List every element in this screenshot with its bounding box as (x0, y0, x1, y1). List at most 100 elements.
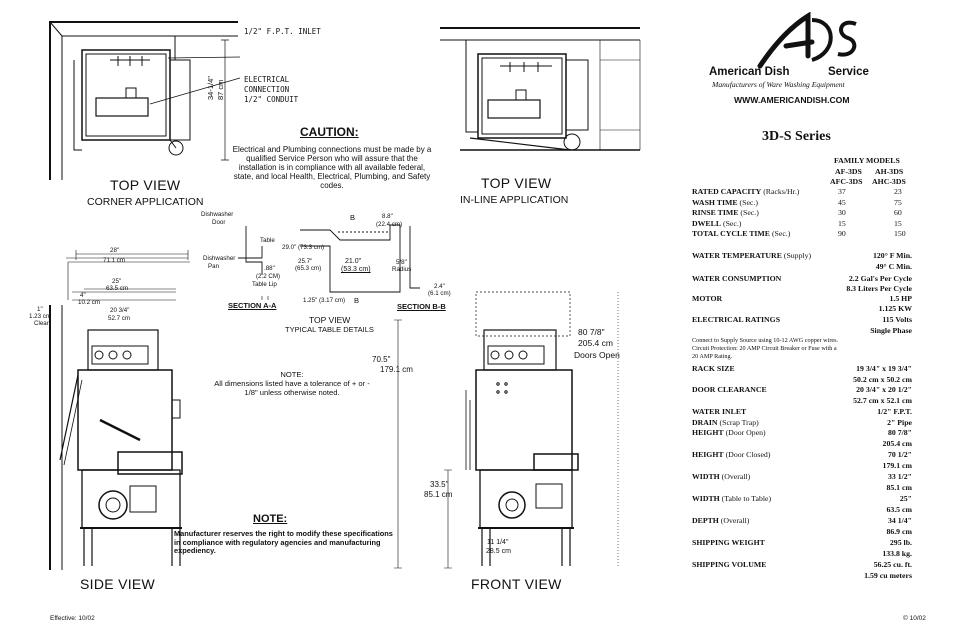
spec-width-table-value1: 25" (899, 494, 912, 503)
spec-rack-value2: 50.2 cm x 50.2 cm (853, 375, 912, 384)
side-w2-in: 25" (112, 278, 122, 285)
table-door-label-1: Dishwasher (201, 211, 234, 218)
spec-inlet-label: WATER INLET (692, 407, 747, 416)
spec-water-temp-value2: 49° C Min. (875, 262, 912, 271)
spec-motor-value1: 1.5 HP (889, 294, 912, 303)
front-open-label: Doors Open (574, 350, 620, 360)
corner-depth-in: 34-1/4" (206, 76, 215, 100)
copyright: © 10/02 (903, 615, 926, 622)
cycle-row-value-col2: 23 (894, 187, 902, 196)
ads-logo (757, 12, 857, 69)
spec-ship-weight-value1: 295 lb. (889, 538, 912, 547)
effective-date: Effective: 10/02 (50, 615, 95, 622)
side-clear-cm: 1.23 cm (29, 313, 52, 320)
spec-rack-value1: 19 3/4" x 19 3/4" (856, 364, 912, 373)
cycle-row-label: RATED CAPACITY (Racks/Hr.) (692, 187, 800, 196)
front-f-in: 11 1/4" (487, 539, 509, 546)
cycle-row-value-col2: 75 (894, 197, 902, 207)
spec-door-value2: 52.7 cm x 52.1 cm (853, 396, 912, 405)
spec-height-closed-value2: 179.1 cm (882, 461, 912, 470)
spec-width-value2: 85.1 cm (886, 483, 912, 492)
spec-door-label: DOOR CLEARANCE (692, 385, 767, 394)
brand-url: WWW.AMERICANDISH.COM (734, 95, 850, 105)
top-view-inline-title: TOP VIEW (481, 175, 552, 191)
spec-water-cons-label: WATER CONSUMPTION (692, 274, 782, 283)
front-open-cm: 205.4 cm (578, 338, 613, 348)
cycle-row-value-col1: 30 (838, 208, 846, 217)
spec-height-open-label: HEIGHT (Door Open) (692, 428, 766, 437)
table-top-view-subtitle: TYPICAL TABLE DETAILS (285, 325, 374, 334)
spec-width-table-value2: 63.5 cm (886, 505, 912, 514)
manufacturer-note-heading: NOTE: (253, 513, 288, 525)
table-d2a: 25.7" (298, 258, 313, 265)
table-d4b: (22.4 cm) (376, 221, 403, 228)
front-t-in: 33.5" (430, 480, 449, 489)
spec-width-label: WIDTH (Overall) (692, 472, 751, 481)
cycle-row-value-col2: 150 (894, 229, 906, 238)
spec-ship-volume-label: SHIPPING VOLUME (692, 560, 767, 569)
spec-height-open-value2: 205.4 cm (882, 439, 912, 448)
electrical-label-1: ELECTRICAL (244, 75, 290, 84)
front-h-cm: 179.1 cm (380, 365, 413, 374)
brand-tagline: Manufacturers of Ware Washing Equipment (712, 80, 845, 89)
spec-width-table-label: WIDTH (Table to Table) (692, 494, 772, 503)
table-d3: 21.0" (345, 258, 362, 265)
spec-inlet-value: 1/2" F.P.T. (877, 407, 912, 416)
table-d1: 29.0" (73.3 cm) (282, 244, 325, 251)
cycle-row-label: RINSE TIME (Sec.) (692, 208, 759, 217)
spec-motor-value2: 1.125 KW (878, 304, 912, 313)
table-d7a: 5/8" (396, 259, 407, 266)
front-view-drawing (465, 291, 579, 566)
side-clear-label: Clear (34, 320, 49, 327)
table-d5b: (2.2 CM) (256, 273, 281, 280)
caution-heading: CAUTION: (300, 125, 359, 139)
spec-depth-label: DEPTH (Overall) (692, 516, 750, 525)
front-open-in: 80 7/8" (578, 327, 605, 337)
table-d5a: .88" (264, 265, 275, 272)
table-top-view-title: TOP VIEW (309, 315, 351, 325)
tolerance-note-heading: NOTE: (280, 370, 304, 379)
table-pan-label-1: Dishwasher (203, 255, 236, 262)
top-view-corner-title: TOP VIEW (110, 177, 181, 193)
side-w-cm: 71.1 cm (103, 257, 126, 264)
family-col2-b: AHC-3DS (872, 177, 906, 186)
spec-rack-label: RACK SIZE (692, 364, 735, 373)
table-d5c: Table Lip (252, 281, 277, 288)
spec-water-temp-value1: 120° F Min. (873, 251, 912, 260)
side-w4-cm: 52.7 cm (108, 315, 131, 322)
spec-ship-weight-value2: 133.8 kg. (882, 549, 912, 558)
spec-water-temp-label: WATER TEMPERATURE (Supply) (692, 251, 812, 260)
spec-width-value1: 33 1/2" (887, 472, 912, 481)
cycle-row-label: WASH TIME (Sec.) (692, 197, 758, 207)
spec-elec-value2: Single Phase (870, 326, 912, 335)
spec-water-cons-value2: 8.3 Liters Per Cycle (846, 284, 912, 293)
front-t-cm: 85.1 cm (424, 490, 453, 499)
table-d7b: Radius (392, 266, 412, 273)
series-title: 3D-S Series (762, 129, 831, 144)
side-w2-cm: 63.5 cm (106, 285, 129, 292)
front-f-cm: 28.5 cm (486, 548, 511, 555)
table-label: Table (260, 237, 275, 244)
corner-depth-cm: 87 cm (216, 79, 225, 100)
section-a-label: SECTION A-A (228, 301, 277, 310)
electrical-label-3: 1/2" CONDUIT (244, 95, 299, 104)
family-col2-a: AH-3DS (875, 167, 904, 176)
table-d2b: (65.3 cm) (295, 265, 322, 272)
spec-depth-value2: 86.9 cm (886, 527, 912, 536)
cycle-row-label: TOTAL CYCLE TIME (Sec.) (692, 229, 791, 238)
manufacturer-note-body: Manufacturer reserves the right to modif… (174, 529, 393, 556)
brand-name-right: Service (828, 66, 869, 78)
family-col1-a: AF-3DS (835, 167, 862, 176)
side-w4-in: 20 3/4" (110, 307, 130, 314)
table-b-2: B (354, 296, 360, 305)
family-col1-b: AFC-3DS (830, 177, 863, 186)
front-view-title: FRONT VIEW (471, 576, 562, 592)
spec-ship-weight-label: SHIPPING WEIGHT (692, 538, 765, 547)
spec-height-closed-value1: 70 1/2" (887, 450, 912, 459)
spec-ship-volume-value1: 56.25 cu. ft. (873, 560, 912, 569)
cycle-row-value-col1: 37 (838, 187, 846, 196)
spec-drain-value: 2" Pipe (887, 418, 912, 427)
spec-elec-value1: 115 Volts (882, 315, 912, 324)
front-h-in: 70.5" (372, 355, 391, 364)
table-d8b: (6.1 cm) (428, 290, 451, 297)
